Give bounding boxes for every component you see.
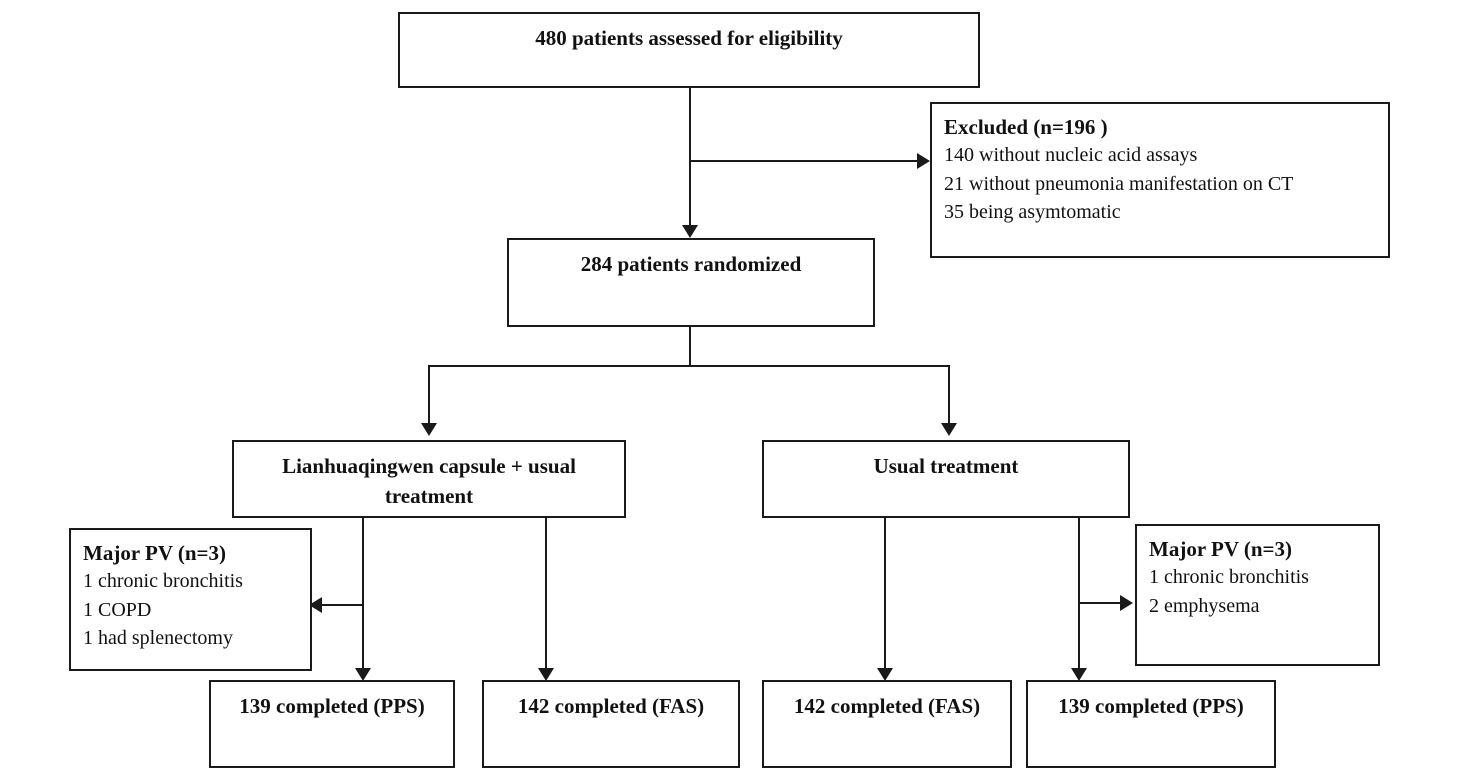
- connector-randomized-stem: [689, 327, 691, 365]
- node-pv-left-title: Major PV (n=3): [83, 541, 227, 565]
- arrowhead-to-control-arm: [941, 423, 957, 436]
- node-arm-control: Usual treatment: [762, 440, 1130, 518]
- node-completed-label: 139 completed (PPS): [1058, 694, 1244, 718]
- connector-split-bar: [428, 365, 950, 367]
- node-randomized-label: 284 patients randomized: [580, 252, 802, 276]
- connector-treatment-to-pv-left: [322, 604, 364, 606]
- node-arm-control-label: Usual treatment: [873, 454, 1019, 478]
- node-pv-left-reason: 1 chronic bronchitis: [83, 570, 243, 593]
- arrowhead-to-excluded: [917, 153, 930, 169]
- node-completed-label: 142 completed (FAS): [793, 694, 981, 718]
- node-completed-label: 139 completed (PPS): [239, 694, 425, 718]
- node-arm-treatment-label: Lianhuaqingwen capsule + usual treatment: [282, 442, 576, 512]
- node-excluded: Excluded (n=196 ) 140 without nucleic ac…: [930, 102, 1390, 258]
- arrowhead-to-pv-left: [309, 597, 322, 613]
- connector-assessed-trunk: [689, 88, 691, 228]
- connector-control-to-pv-right: [1080, 602, 1120, 604]
- node-completed-fas-treatment: 142 completed (FAS): [482, 680, 740, 768]
- node-excluded-reason: 140 without nucleic acid assays: [944, 144, 1198, 167]
- arrowhead-to-completed-pps-left: [355, 668, 371, 681]
- node-excluded-reason: 21 without pneumonia manifestation on CT: [944, 172, 1294, 195]
- connector-treatment-to-pps: [362, 518, 364, 676]
- node-completed-label: 142 completed (FAS): [517, 694, 705, 718]
- node-excluded-reason: 35 being asymtomatic: [944, 200, 1121, 223]
- node-arm-treatment-line2: treatment: [384, 483, 474, 508]
- node-completed-pps-control: 139 completed (PPS): [1026, 680, 1276, 768]
- arrowhead-to-treatment-arm: [421, 423, 437, 436]
- node-pv-right-reason: 1 chronic bronchitis: [1149, 566, 1309, 589]
- node-arm-treatment: Lianhuaqingwen capsule + usual treatment: [232, 440, 626, 518]
- node-protocol-violation-left: Major PV (n=3) 1 chronic bronchitis 1 CO…: [69, 528, 312, 671]
- connector-treatment-to-fas: [545, 518, 547, 676]
- node-excluded-title: Excluded (n=196 ): [944, 115, 1108, 139]
- arrowhead-to-pv-right: [1120, 595, 1133, 611]
- node-protocol-violation-right: Major PV (n=3) 1 chronic bronchitis 2 em…: [1135, 524, 1380, 666]
- connector-assessed-to-excluded: [689, 160, 917, 162]
- connector-split-right: [948, 365, 950, 425]
- arrowhead-to-randomized: [682, 225, 698, 238]
- node-pv-left-reason: 1 COPD: [83, 598, 152, 621]
- connector-control-to-fas: [884, 518, 886, 676]
- node-assessed: 480 patients assessed for eligibility: [398, 12, 980, 88]
- arrowhead-to-completed-fas-right: [877, 668, 893, 681]
- node-pv-right-title: Major PV (n=3): [1149, 537, 1293, 561]
- node-arm-treatment-line1: Lianhuaqingwen capsule + usual: [282, 454, 576, 478]
- arrowhead-to-completed-pps-right: [1071, 668, 1087, 681]
- node-assessed-label: 480 patients assessed for eligibility: [535, 26, 843, 50]
- node-pv-left-reason: 1 had splenectomy: [83, 626, 233, 649]
- arrowhead-to-completed-fas-left: [538, 668, 554, 681]
- connector-split-left: [428, 365, 430, 425]
- node-completed-fas-control: 142 completed (FAS): [762, 680, 1012, 768]
- node-randomized: 284 patients randomized: [507, 238, 875, 327]
- node-pv-right-reason: 2 emphysema: [1149, 594, 1260, 617]
- connector-control-to-pps: [1078, 518, 1080, 676]
- node-completed-pps-treatment: 139 completed (PPS): [209, 680, 455, 768]
